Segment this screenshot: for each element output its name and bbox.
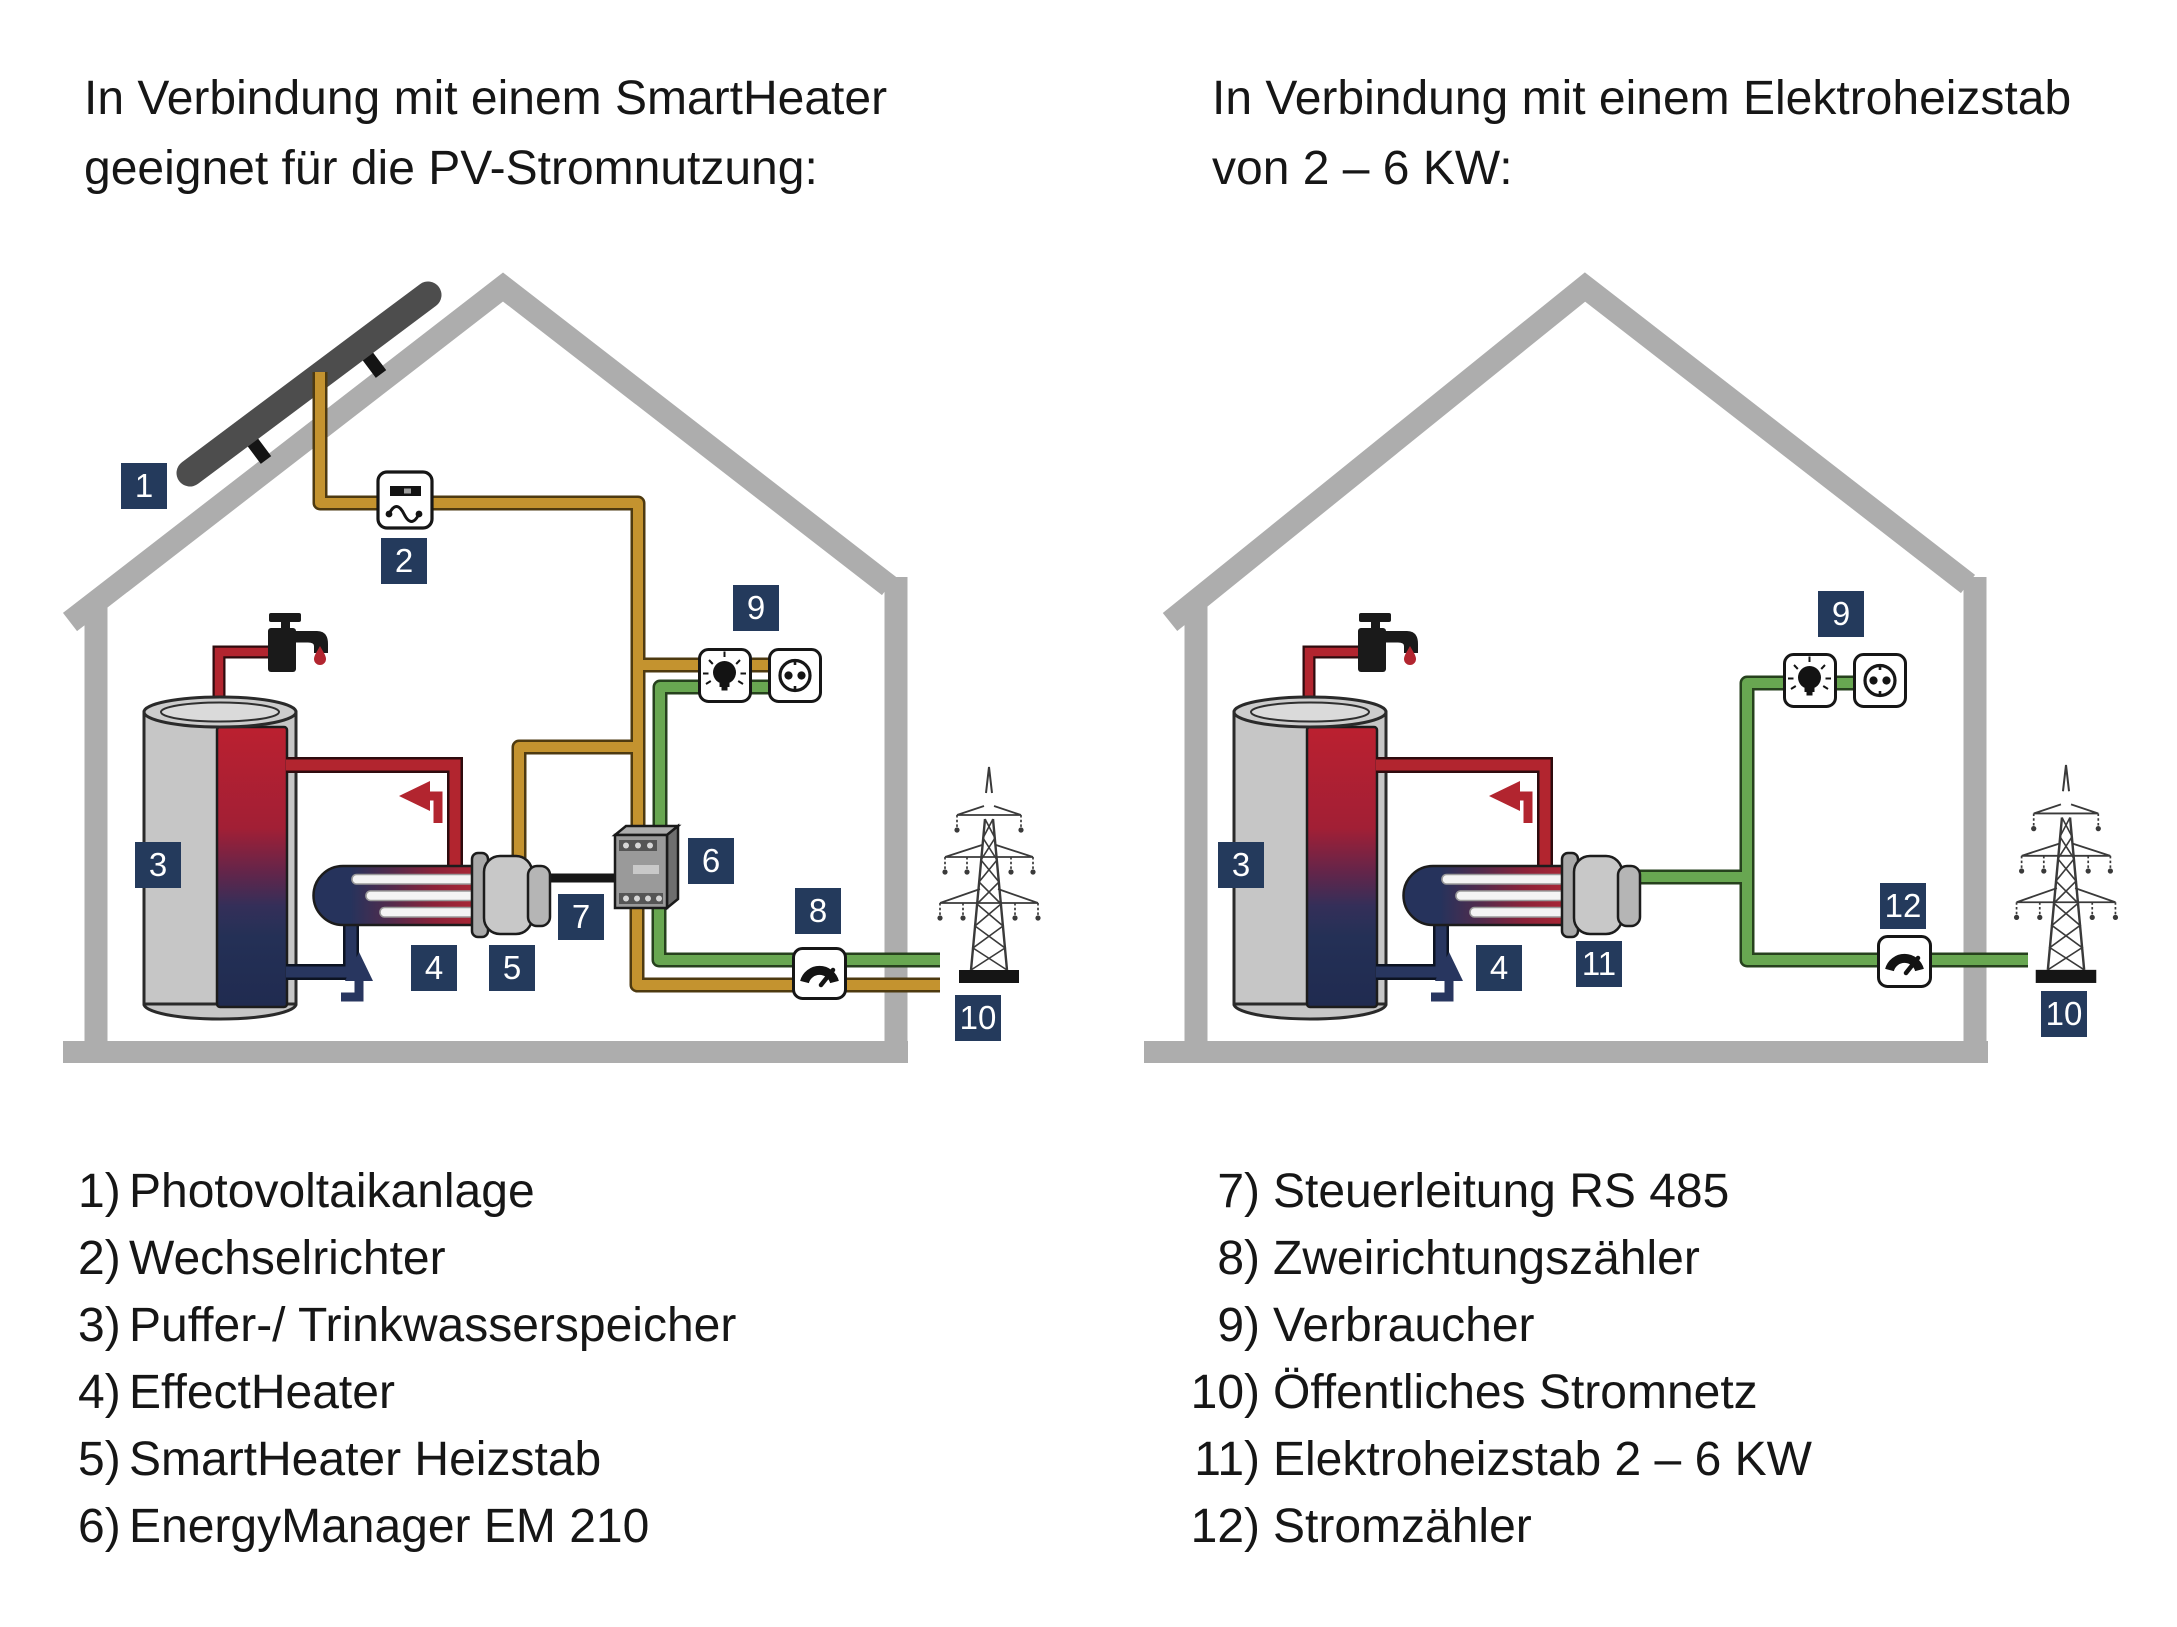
marker-inverter: 2 — [381, 538, 427, 584]
legend-item-6: 6)EnergyManager EM 210 — [78, 1500, 650, 1553]
pv-panel-icon — [176, 281, 442, 487]
marker-stromzaehler: 12 — [1880, 883, 1926, 929]
title-left-line1: In Verbindung mit einem SmartHeater — [84, 72, 888, 125]
marker-stromnetz-left: 10 — [955, 995, 1001, 1041]
marker-verbraucher-left: 9 — [733, 585, 779, 631]
legend-item-12: 12)Stromzähler — [1190, 1500, 1532, 1553]
marker-stromnetz-right: 10 — [2041, 991, 2087, 1037]
marker-tank-right: 3 — [1218, 842, 1264, 888]
legend-item-5: 5)SmartHeater Heizstab — [78, 1433, 602, 1486]
marker-smartheater: 5 — [489, 945, 535, 991]
power-pole-left — [937, 765, 1041, 985]
legend-item-10: 10)Öffentliches Stromnetz — [1190, 1366, 1758, 1419]
house-outline-right — [1144, 272, 1988, 1063]
legend-item-8: 8)Zweirichtungszähler — [1217, 1232, 1700, 1285]
marker-effectheater-right: 4 — [1476, 945, 1522, 991]
legend-right: 7)Steuerleitung RS 485 8)Zweirichtungszä… — [1186, 1158, 1812, 1560]
legend-item-9: 9)Verbraucher — [1217, 1299, 1535, 1352]
marker-elektroheizstab: 11 — [1576, 941, 1622, 987]
legend-left: 1)Photovoltaikanlage 2)Wechselrichter 3)… — [78, 1158, 736, 1560]
marker-steuerleitung: 7 — [558, 894, 604, 940]
marker-effectheater-left: 4 — [411, 945, 457, 991]
legend-item-7: 7)Steuerleitung RS 485 — [1217, 1165, 1730, 1218]
inverter-icon — [376, 470, 434, 530]
title-right-line2: von 2 – 6 KW: — [1212, 142, 1513, 195]
legend-item-11: 11)Elektroheizstab 2 – 6 KW — [1194, 1433, 1812, 1486]
legend-item-1: 1)Photovoltaikanlage — [78, 1165, 535, 1218]
legend-item-2: 2)Wechselrichter — [78, 1232, 446, 1285]
marker-pv-panel: 1 — [121, 463, 167, 509]
title-right-line1: In Verbindung mit einem Elektroheizstab — [1212, 72, 2072, 125]
title-left: In Verbindung mit einem SmartHeater geei… — [84, 64, 887, 204]
house-outline-left — [62, 272, 908, 1063]
marker-energymanager: 6 — [688, 838, 734, 884]
legend-item-3: 3)Puffer-/ Trinkwasserspeicher — [78, 1299, 737, 1352]
electricity-meter-icon — [1879, 937, 1931, 987]
marker-tank-left: 3 — [135, 842, 181, 888]
marker-verbraucher-right: 9 — [1818, 591, 1864, 637]
legend-item-4: 4)EffectHeater — [78, 1366, 395, 1419]
power-pole-right — [2013, 763, 2119, 985]
marker-zweirichtungszaehler: 8 — [795, 888, 841, 934]
energy-manager-icon — [611, 823, 682, 911]
title-left-line2: geeignet für die PV-Stromnutzung: — [84, 142, 818, 195]
bidirectional-meter-icon — [794, 949, 846, 999]
title-right: In Verbindung mit einem Elektroheizstab … — [1212, 64, 2071, 204]
